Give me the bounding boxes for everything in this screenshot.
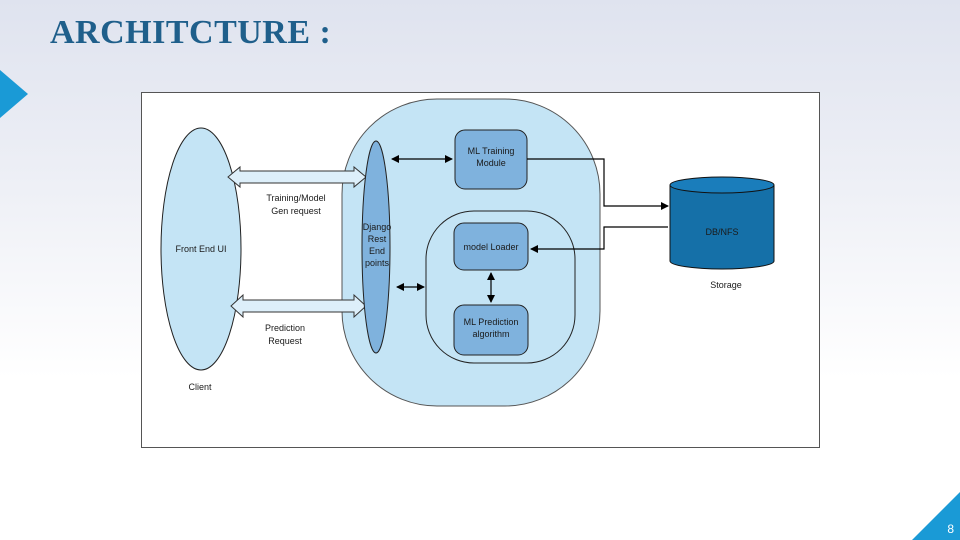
prediction-request-label-1: Prediction (265, 323, 305, 333)
training-request-label-2: Gen request (271, 206, 321, 216)
front-end-ui-label: Front End UI (175, 244, 226, 254)
training-to-storage-connector (527, 158, 669, 210)
corner-accent-triangle (912, 492, 960, 540)
endpoints-label-1: Django (363, 222, 392, 232)
django-endpoints-node (361, 140, 391, 354)
storage-to-loader-connector (530, 226, 668, 253)
diagram-canvas: Front End UI Client Training/Model Gen r… (160, 98, 775, 407)
endpoints-label-4: points (365, 258, 390, 268)
endpoints-label-3: End (369, 246, 385, 256)
endpoints-label-2: Rest (368, 234, 387, 244)
front-end-ui-node (160, 127, 242, 371)
ml-prediction-node (453, 304, 529, 356)
db-nfs-node (669, 176, 775, 270)
model-loader-node (453, 222, 529, 271)
client-caption: Client (188, 382, 212, 392)
page-number: 8 (947, 522, 954, 536)
prediction-algorithm-label-2: algorithm (472, 329, 509, 339)
left-accent-triangle (0, 70, 28, 118)
training-module-label-2: Module (476, 158, 506, 168)
training-module-label-1: ML Training (468, 146, 515, 156)
architecture-diagram: Front End UI Client Training/Model Gen r… (141, 92, 820, 448)
slide-title: ARCHITCTURE : (50, 14, 332, 51)
storage-caption: Storage (710, 280, 742, 290)
training-request-label-1: Training/Model (266, 193, 325, 203)
prediction-algorithm-label-1: ML Prediction (464, 317, 519, 327)
prediction-request-label-2: Request (268, 336, 302, 346)
model-loader-label: model Loader (463, 242, 518, 252)
db-nfs-label: DB/NFS (705, 227, 738, 237)
